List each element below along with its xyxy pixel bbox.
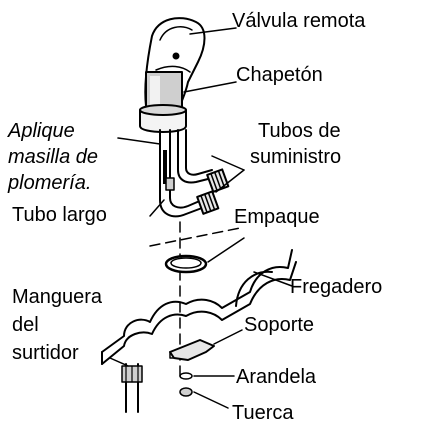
washer — [179, 372, 193, 380]
label-tuerca: Tuerca — [232, 402, 294, 424]
label-aplique-2: masilla de — [8, 146, 99, 168]
gasket — [164, 254, 208, 274]
label-fregadero: Fregadero — [290, 276, 383, 298]
label-tubos-1: Tubos de — [258, 120, 341, 142]
label-arandela: Arandela — [236, 366, 317, 388]
leader-lines — [109, 27, 293, 409]
faucet-spout — [144, 17, 206, 109]
label-manguera-3: surtidor — [12, 342, 79, 364]
label-tubos-2: suministro — [250, 146, 342, 168]
supply-tubes — [159, 129, 213, 218]
bracket — [169, 339, 215, 361]
supply-fittings — [196, 168, 230, 215]
label-soporte: Soporte — [244, 314, 315, 336]
label-tubo-largo: Tubo largo — [12, 204, 107, 226]
nut — [179, 387, 193, 397]
label-valvula: Válvula remota — [232, 10, 366, 32]
sink-deck — [101, 249, 297, 365]
sprayer-hose — [121, 363, 143, 413]
label-aplique-1: Aplique — [8, 120, 75, 142]
label-manguera-1: Manguera — [12, 286, 103, 308]
label-aplique-3: plomería. — [8, 172, 92, 194]
escutcheon — [139, 104, 187, 133]
label-empaque: Empaque — [234, 206, 320, 228]
label-manguera-2: del — [12, 314, 39, 336]
label-chapeton: Chapetón — [236, 64, 323, 86]
